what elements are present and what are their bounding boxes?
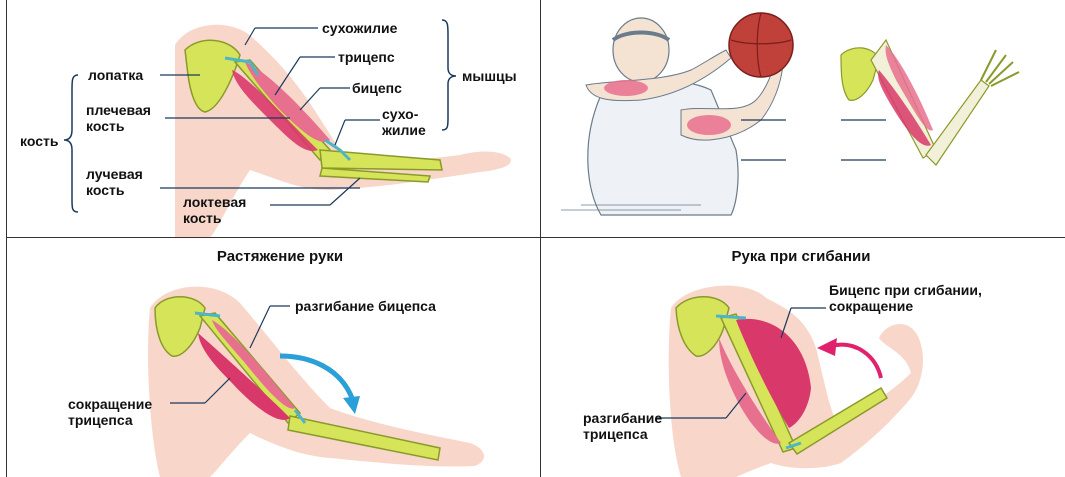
label-biceps: бицепс [352,80,402,96]
label-muscle-group: мышцы [462,68,517,84]
label-tendon-bottom: сухо- жилие [382,106,426,138]
flexion-arrow [831,345,881,378]
arm-extension-illustration [0,238,540,477]
arm-anatomy-illustration [0,0,540,237]
label-tendon-top: сухожилие [322,20,397,36]
muscle-group-bracket [442,20,456,130]
flexion-tendon-top [716,316,746,318]
basketball [729,13,793,77]
label-humerus: плечевая кость [86,102,151,134]
player-biceps-highlight [604,80,648,96]
leader-tendon-bottom-2 [335,120,345,145]
panel-arm-extension: Растяжение руки разгибание бицепса сокра… [0,238,540,477]
player-torso [588,81,738,215]
skeletal-forearm [926,80,989,165]
player-triceps-highlight [687,115,731,135]
label-biceps-flexion: Бицепс при сгибании, сокращение [829,282,982,314]
label-triceps: трицепс [338,49,395,65]
skeletal-scapula [841,48,879,100]
label-ulna: локтевая кость [183,194,246,226]
label-biceps-extension: разгибание бицепса [295,298,436,314]
panel-arm-flexion: Рука при сгибании Бицепс при сгибании, с… [541,238,1065,477]
flexion-arrowhead [817,338,837,356]
label-radius: лучевая кость [86,166,143,198]
skeletal-hand [981,50,1019,86]
panel-basketball-player [541,0,1065,237]
basketball-illustration [541,0,1065,237]
player-head [613,18,669,82]
radius-bone [320,150,442,170]
label-triceps-extension: разгибание трицепса [583,410,662,442]
label-triceps-contraction: сокращение трицепса [68,396,152,428]
extension-arrowhead [343,396,360,414]
panel-arm-anatomy: сухожилие трицепс бицепс сухо- жилие лоп… [0,0,540,237]
label-scapula: лопатка [88,67,143,83]
bone-group-bracket [64,75,78,212]
label-bone-group: кость [20,133,58,149]
